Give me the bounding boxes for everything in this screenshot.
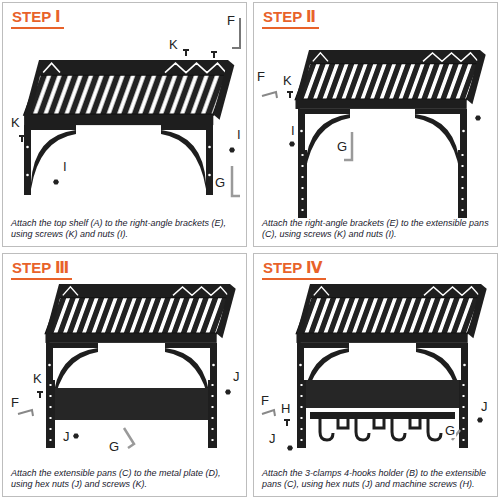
part-letter: G [444,424,456,438]
step-caption: Attach the 3-clamps 4-hooks holder (B) t… [262,468,489,490]
step-panel: STEP Ⅳ Attach the 3-clamps 4-hooks holder… [253,253,498,497]
part-letter: K [32,372,43,386]
part-letter: K [282,74,293,88]
step-heading: STEP Ⅲ [11,259,72,280]
part-letter: J [268,432,277,446]
part-letter: I [290,124,296,138]
part-letter: H [280,402,291,416]
part-letter: G [336,140,348,154]
step-heading: STEP Ⅱ [262,8,319,29]
part-letter: G [214,176,226,190]
part-letter: I [62,160,68,174]
part-letter: J [480,400,489,414]
step-heading: STEP Ⅳ [262,259,326,280]
part-letter: F [226,14,236,28]
step-panel: STEP Ⅰ Attach the top shelf (A) to the ri… [2,2,247,247]
part-letter: G [108,440,120,454]
part-letter: J [232,370,241,384]
step-caption: Attach the extensible pans (C) to the me… [11,468,238,490]
part-letter: F [260,394,270,408]
part-letter: K [168,38,179,52]
step-caption: Attach the top shelf (A) to the right-an… [11,218,238,240]
part-letter: J [62,430,71,444]
part-letter: K [10,116,21,130]
step-caption: Attach the right-angle brackets (E) to t… [262,218,489,240]
step-heading: STEP Ⅰ [11,8,64,29]
part-letter: F [256,70,266,84]
part-letter: F [10,396,20,410]
part-letter: I [236,128,242,142]
